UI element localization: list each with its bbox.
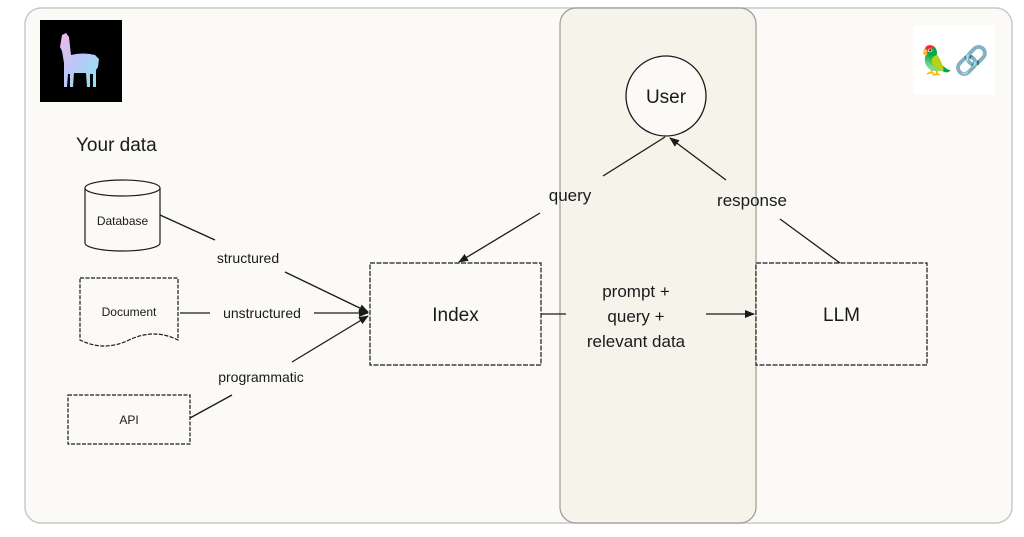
- svg-text:Index: Index: [432, 305, 479, 326]
- svg-text:🦜🔗: 🦜🔗: [919, 43, 989, 77]
- svg-text:prompt +: prompt +: [602, 282, 670, 301]
- svg-text:User: User: [646, 87, 687, 108]
- svg-text:API: API: [119, 413, 138, 427]
- svg-text:LLM: LLM: [823, 305, 860, 326]
- prompt-label: prompt + query + relevant data: [587, 282, 686, 351]
- response-label: response: [717, 191, 787, 210]
- parrot-link-logo: 🦜🔗: [913, 25, 995, 95]
- source-edges: [159, 214, 369, 419]
- flow-edges: [458, 136, 841, 318]
- programmatic-label: programmatic: [218, 369, 304, 385]
- database-node: Database: [84, 179, 161, 252]
- svg-text:Database: Database: [97, 214, 149, 228]
- index-node: Index: [369, 262, 542, 366]
- unstructured-label: unstructured: [223, 305, 301, 321]
- your-data-title: Your data: [76, 135, 157, 156]
- document-node: Document: [79, 277, 179, 347]
- svg-text:relevant data: relevant data: [587, 332, 686, 351]
- query-label: query: [549, 186, 592, 205]
- user-node: User: [625, 55, 707, 137]
- api-node: API: [67, 394, 191, 445]
- svg-text:Document: Document: [102, 305, 157, 319]
- structured-label: structured: [217, 250, 279, 266]
- llm-node: LLM: [755, 262, 928, 366]
- llama-logo: [40, 20, 122, 102]
- svg-text:query +: query +: [607, 307, 664, 326]
